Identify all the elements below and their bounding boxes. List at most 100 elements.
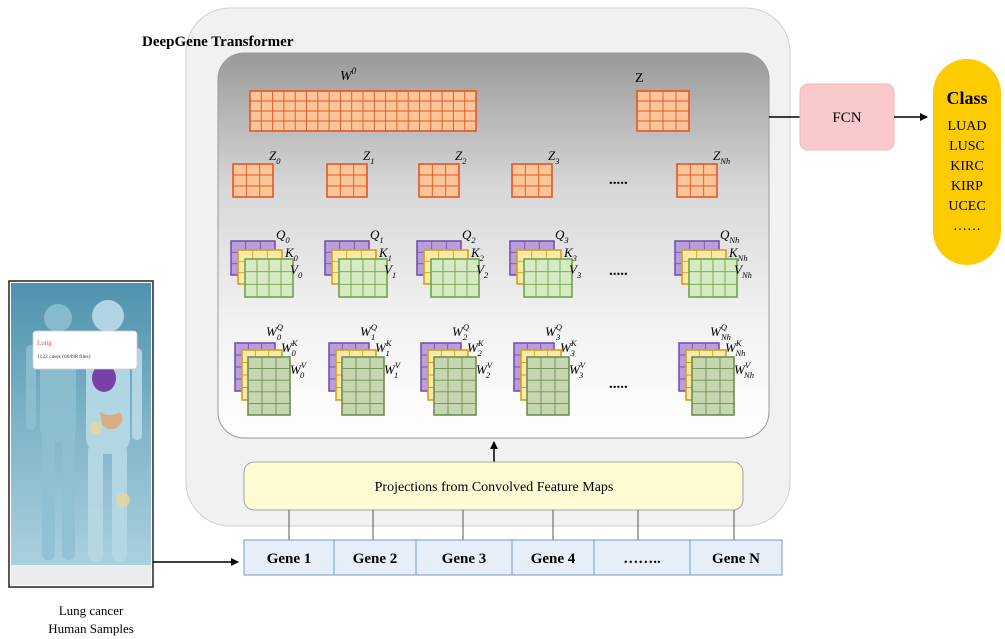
k-label: K1 — [378, 245, 392, 263]
ellipsis-qkv-row: ..... — [609, 263, 628, 279]
gene-connectors — [288, 510, 735, 540]
gene-label: Gene 2 — [353, 551, 398, 567]
z-head-matrix — [511, 163, 553, 198]
projections-box — [243, 461, 744, 511]
q-label: Q2 — [462, 227, 476, 245]
sample-stats: 1122 cases (60498 files) — [37, 353, 91, 360]
gene-cell: Gene 2 — [333, 539, 417, 576]
gene-label: Gene N — [712, 551, 760, 567]
q-label: Q3 — [555, 227, 569, 245]
wv-matrix — [691, 356, 735, 416]
class-title: Class — [946, 88, 987, 108]
sample-info-card — [32, 330, 138, 370]
z-head-matrix — [676, 163, 718, 198]
gene-cell: Gene 4 — [511, 539, 595, 576]
gene-bar: Gene 1 Gene 2 Gene 3 Gene 4 …….. Gene N — [243, 539, 783, 576]
fcn-label: FCN — [832, 110, 861, 126]
projections-label: Projections from Convolved Feature Maps — [375, 480, 614, 495]
w0-label: W0 — [340, 66, 357, 84]
v-matrix — [688, 258, 738, 298]
gene-cell: Gene 1 — [243, 539, 335, 576]
transformer-title: DeepGene Transformer — [142, 34, 294, 50]
gene-label: Gene 1 — [267, 551, 312, 567]
lung-sample-image: Lung 1122 cases (60498 files) — [8, 280, 154, 588]
gene-cell: Gene 3 — [415, 539, 513, 576]
wv-matrix — [341, 356, 385, 416]
v-label: VNh — [734, 262, 752, 280]
v-label: V0 — [290, 262, 303, 280]
class-box — [933, 59, 1001, 265]
class-item: UCEC — [948, 199, 985, 214]
v-label: V1 — [384, 262, 396, 280]
class-item: KIRP — [951, 179, 983, 194]
v-matrix — [523, 258, 573, 298]
wv-matrix — [433, 356, 477, 416]
z-grid — [636, 90, 690, 132]
k-label: K2 — [470, 245, 485, 263]
k-label: K3 — [563, 245, 577, 263]
z-matrix — [636, 90, 690, 132]
gene-label: …….. — [623, 551, 661, 567]
z-head-matrix — [232, 163, 274, 198]
z-head-label: Z1 — [363, 148, 374, 166]
class-item: LUSC — [949, 139, 985, 154]
class-item: KIRC — [950, 159, 983, 174]
ellipsis-z-row: ..... — [609, 172, 628, 188]
q-label: Q0 — [276, 227, 290, 245]
attention-panel — [217, 52, 770, 439]
z-head-label: Z0 — [269, 148, 281, 166]
w0-matrix — [249, 90, 477, 132]
gene-cell: Gene N — [689, 539, 783, 576]
gene-cell: …….. — [593, 539, 691, 576]
class-item: …… — [953, 219, 981, 234]
z-head-label: ZNh — [713, 148, 730, 166]
organ-name: Lung — [37, 339, 52, 347]
z-head-label: Z2 — [455, 148, 467, 166]
class-list: LUAD LUSC KIRC KIRP UCEC …… — [948, 119, 987, 234]
wv-matrix — [247, 356, 291, 416]
caption-line-2: Human Samples — [48, 621, 134, 636]
k-label: KNh — [728, 245, 748, 263]
class-item: LUAD — [948, 119, 987, 134]
v-matrix — [244, 258, 294, 298]
v-label: V2 — [476, 262, 489, 280]
ellipsis-w-row: ..... — [609, 376, 628, 392]
v-matrix — [338, 258, 388, 298]
k-label: K0 — [284, 245, 299, 263]
wv-matrix — [526, 356, 570, 416]
q-label: QNh — [720, 227, 739, 245]
gene-label: Gene 4 — [531, 551, 576, 567]
z-head-matrix — [418, 163, 460, 198]
z-label: Z — [635, 71, 644, 86]
v-label: V3 — [569, 262, 581, 280]
z-head-matrix — [326, 163, 368, 198]
lung-organ-icon — [92, 364, 116, 392]
caption-line-1: Lung cancer — [59, 603, 124, 618]
w0-grid — [249, 90, 477, 132]
z-head-label: Z3 — [548, 148, 559, 166]
q-label: Q1 — [370, 227, 384, 245]
v-matrix — [430, 258, 480, 298]
gene-label: Gene 3 — [442, 551, 487, 567]
